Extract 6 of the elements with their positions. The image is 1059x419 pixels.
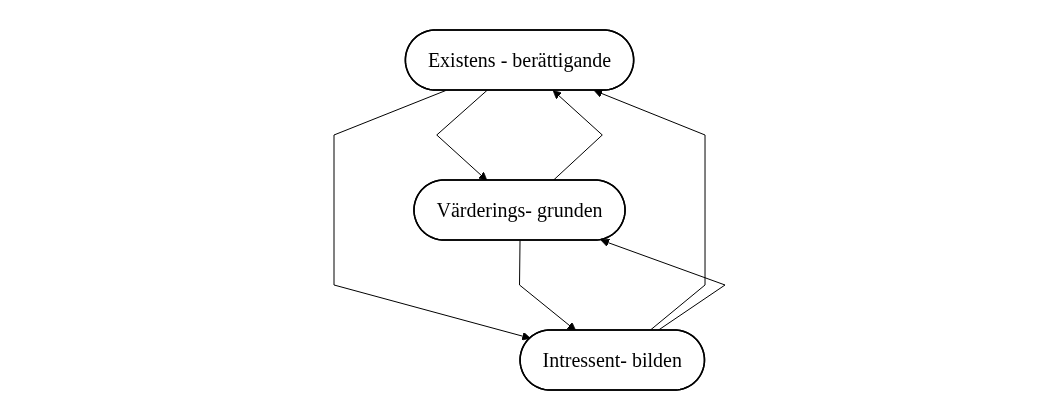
arrow xyxy=(600,238,726,331)
arrow xyxy=(436,89,488,181)
arrow xyxy=(552,89,603,181)
arrow xyxy=(333,89,531,340)
arrow xyxy=(593,88,706,331)
arrow xyxy=(519,239,577,331)
